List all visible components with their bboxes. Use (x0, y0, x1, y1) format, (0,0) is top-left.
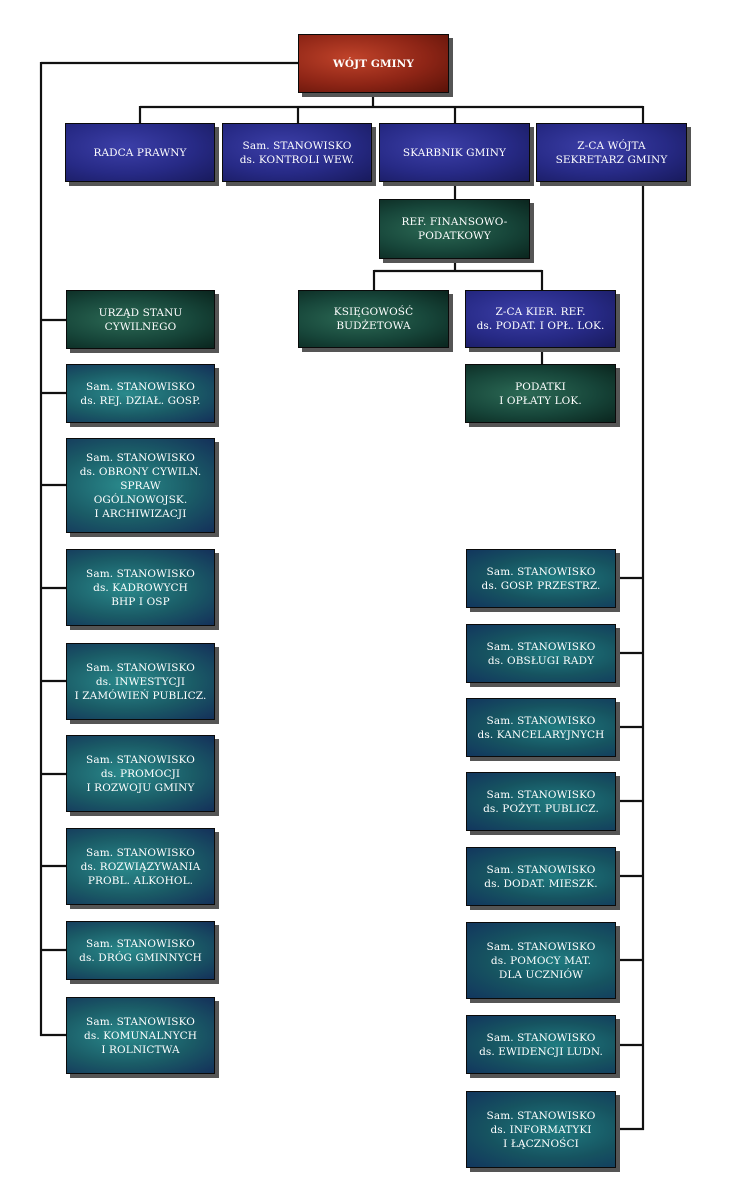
box-label-line: WÓJT GMINY (333, 57, 414, 70)
box-label-line: ds. DRÓG GMINNYCH (79, 951, 202, 964)
box-label-line: I ŁĄCZNOŚCI (503, 1137, 579, 1150)
box-label-line: I ZAMÓWIEŃ PUBLICZ. (74, 689, 207, 702)
org-box-skarbnik-gminy: SKARBNIK GMINY (379, 123, 530, 182)
box-label-line: Sam. STANOWISKO (486, 714, 596, 727)
org-box-ksiegowosc: KSIĘGOWOŚĆ BUDŻETOWA (298, 290, 449, 348)
box-label-line: I ROZWOJU GMINY (86, 781, 195, 794)
box-label-line: Sam. STANOWISKO (86, 661, 195, 674)
box-label-line: SEKRETARZ GMINY (555, 153, 668, 166)
box-label-line: I ROLNICTWA (101, 1043, 180, 1056)
box-label-line: ds. GOSP. PRZESTRZ. (481, 579, 601, 592)
box-label-line: ds. INFORMATYKI (490, 1123, 592, 1136)
box-label-line: Sam. STANOWISKO (86, 451, 195, 464)
box-label-line: ds. KADROWYCH (93, 581, 188, 594)
box-label-line: Sam. STANOWISKO (486, 788, 596, 801)
box-label-line: ds. OBRONY CYWILN. (79, 465, 202, 478)
box-label-line: ds. EWIDENCJI LUDN. (479, 1045, 603, 1058)
box-label-line: CYWILNEGO (104, 320, 177, 333)
box-label-line: PODATKI (515, 380, 566, 393)
box-label-line: BUDŻETOWA (336, 320, 411, 332)
box-label-line: DLA UCZNIÓW (498, 968, 584, 981)
box-label-line: ds. KOMUNALNYCH (84, 1029, 197, 1042)
box-label-line: SPRAW (120, 479, 161, 492)
box-label-line: REF. FINANSOWO- (401, 216, 508, 228)
box-label-line: I OPŁATY LOK. (499, 394, 582, 407)
box-label-line: ds. KANCELARYJNYCH (477, 728, 605, 741)
org-box-wojt-gminy: WÓJT GMINY (298, 34, 449, 93)
box-label-line: Sam. STANOWISKO (486, 940, 596, 953)
box-label-line: BHP I OSP (111, 595, 170, 608)
box-label-line: ds. KONTROLI WEW. (239, 153, 355, 166)
box-label-line: Sam. STANOWISKO (242, 139, 352, 152)
box-label-line: Sam. STANOWISKO (86, 567, 195, 580)
box-label-line: Sam. STANOWISKO (86, 937, 195, 950)
box-label-line: ds. OBSŁUGI RADY (487, 654, 595, 667)
box-label-line: Sam. STANOWISKO (486, 640, 596, 653)
box-label-line: SKARBNIK GMINY (402, 146, 507, 159)
org-box-radca-prawny: RADCA PRAWNY (65, 123, 215, 182)
box-label-line: ds. DODAT. MIESZK. (484, 877, 598, 890)
box-label-line: Sam. STANOWISKO (486, 565, 596, 578)
box-label-line: ds. ROZWIĄZYWANIA (80, 860, 201, 873)
box-label-line: ds. POŻYT. PUBLICZ. (483, 802, 599, 815)
box-label-line: PROBL. ALKOHOL. (87, 874, 194, 887)
box-label-line: I ARCHIWIZACJI (94, 507, 187, 520)
box-label-line: Z-CA KIER. REF. (495, 306, 586, 318)
box-label-line: Sam. STANOWISKO (486, 863, 596, 876)
box-label-line: Sam. STANOWISKO (86, 753, 195, 766)
box-label-line: Sam. STANOWISKO (86, 1015, 195, 1028)
box-label-line: Sam. STANOWISKO (86, 846, 195, 859)
org-box-referat-finansowy: REF. FINANSOWO- PODATKOWY (379, 199, 530, 259)
box-label-line: ds. INWESTYCJI (95, 675, 186, 688)
box-label-line: ds. PODAT. I OPŁ. LOK. (476, 320, 605, 332)
box-label-line: ds. REJ. DZIAŁ. GOSP. (80, 394, 201, 407)
box-label-line: ds. PROMOCJI (100, 767, 181, 780)
box-label-line: ds. POMOCY MAT. (490, 954, 592, 967)
box-label-line: RADCA PRAWNY (93, 146, 187, 159)
box-label-line: Sam. STANOWISKO (86, 380, 195, 393)
box-label-line: Z-CA WÓJTA (577, 139, 646, 152)
box-label-line: Sam. STANOWISKO (486, 1109, 596, 1122)
box-label-line: KSIĘGOWOŚĆ (333, 306, 414, 318)
box-label-line: PODATKOWY (418, 230, 491, 242)
box-label-line: OGÓLNOWOJSK. (93, 493, 188, 506)
org-box-zastepca-kierownika: Z-CA KIER. REF. ds. PODAT. I OPŁ. LOK. (465, 290, 616, 348)
box-label-line: URZĄD STANU (98, 306, 183, 319)
box-label-line: Sam. STANOWISKO (486, 1031, 596, 1044)
